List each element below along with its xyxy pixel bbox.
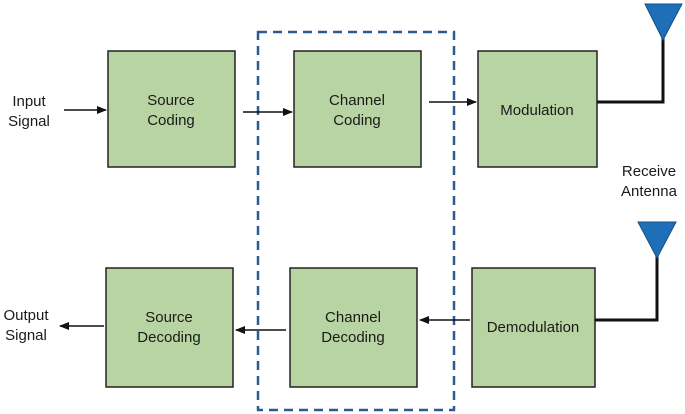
channel-decoding-line1: Channel: [325, 309, 381, 326]
transmit-antenna-icon: [644, 3, 683, 42]
channel-codec-boundary: [256, 30, 456, 412]
transmit-antenna-feed-line: [597, 22, 665, 104]
channel-coding-line1: Channel: [329, 92, 385, 109]
source-decoding-line2: Decoding: [137, 329, 200, 346]
receive-antenna-icon: [637, 221, 677, 260]
channel-decoding-line2: Decoding: [321, 329, 384, 346]
source-coding-line1: Source: [147, 92, 195, 109]
demodulation-block: Demodulation: [471, 267, 596, 388]
source-coding-line2: Coding: [147, 112, 195, 129]
modulation-block: Modulation: [477, 50, 598, 168]
source-decoding-line1: Source: [145, 309, 193, 326]
demodulation-label: Demodulation: [487, 319, 580, 336]
channel-coding-line2: Coding: [333, 112, 381, 129]
receive-antenna-feed-line: [595, 238, 659, 322]
modulation-label: Modulation: [500, 102, 573, 119]
